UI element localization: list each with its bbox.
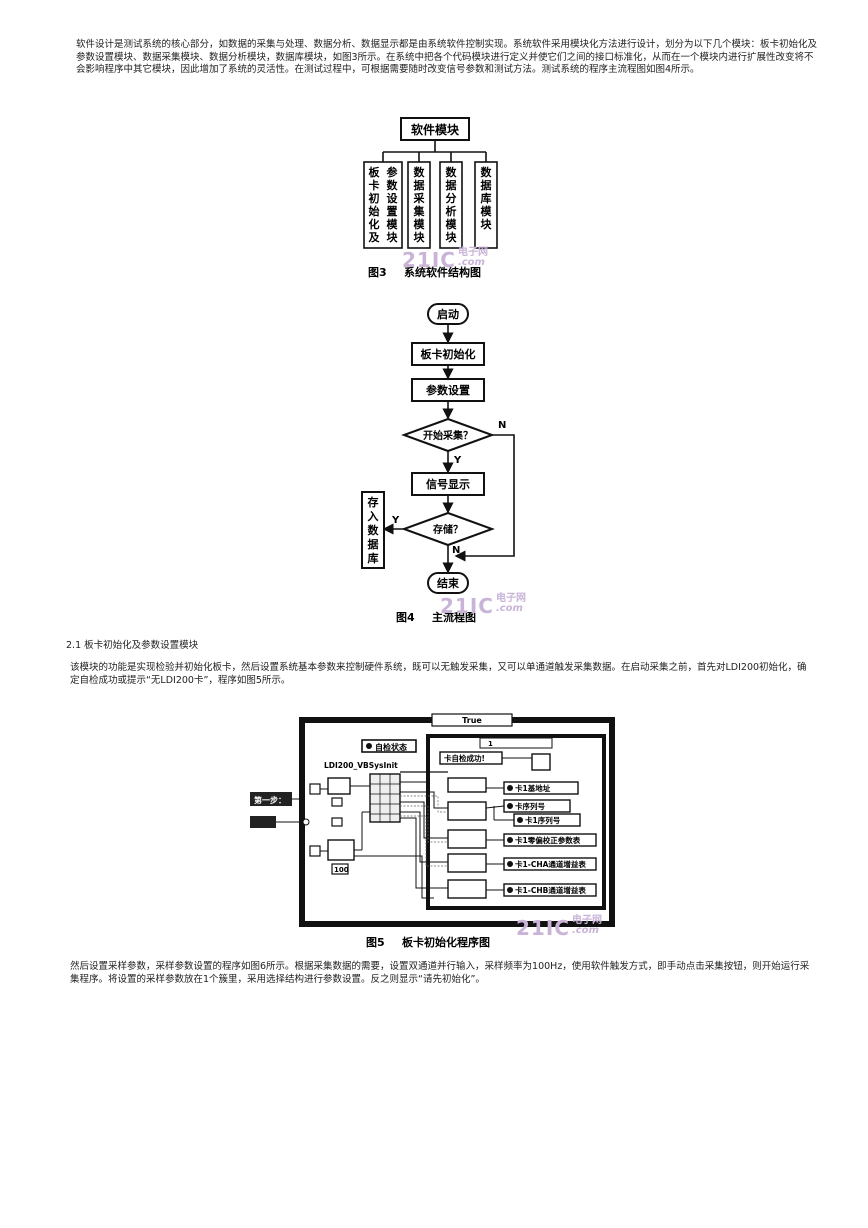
module-box-3 (439, 161, 463, 249)
out-card1-chb-gain-table: 卡1-CHB通道增益表 (515, 885, 586, 895)
module-label-4: 数据库模块 (481, 165, 493, 231)
fig5-caption-num: 图5 (366, 936, 385, 949)
end-label: 结束 (436, 576, 460, 590)
param-label: 参数设置 (426, 383, 470, 397)
vi-name-label: LDI200_VBSysInit (324, 761, 398, 770)
out-card-serial: 卡序列号 (515, 801, 545, 811)
inner-case-selector: 1 (488, 740, 493, 748)
end-node (427, 572, 469, 594)
fig3-caption-text: 系统软件结构图 (404, 265, 481, 279)
out-card1-offset-table: 卡1零偏校正参数表 (515, 835, 581, 845)
figure-5-block-diagram: True 1 自检状态 LDI200_VBSysInit 100 第一步： 卡自… (250, 713, 615, 949)
decision1-no: N (498, 420, 506, 431)
store-node (361, 491, 385, 569)
store-label: 存入数据库 (368, 495, 380, 565)
constant-100: 100 (334, 866, 349, 874)
module-box-1 (363, 161, 403, 249)
success-string: 卡自检成功! (444, 753, 485, 763)
module-label-2: 数据采集模块 (413, 165, 426, 244)
root-label: 软件模块 (411, 122, 460, 137)
decision1-label: 开始采集？ (423, 429, 473, 442)
fig4-caption-num: 图4 (396, 611, 415, 624)
self-check-label: 自检状态 (375, 742, 407, 752)
decision2-yes: Y (391, 515, 400, 526)
init-label: 板卡初始化 (421, 347, 476, 361)
decision2-no: N (452, 545, 460, 556)
fig3-caption-num: 图3 (368, 266, 387, 279)
module-label-3: 数据分析模块 (446, 165, 458, 244)
figure-4-flowchart: 启动 板卡初始化 参数设置 开始采集？ N Y 信号显示 存储？ Y 存入数据库… (361, 303, 515, 624)
figure-3-structure-diagram: 软件模块 板卡初始化及参数设置模块 数据采集模块 数据分析模块 数据库模块 图3 系统… (363, 117, 498, 279)
parameter-setting-paragraph: 然后设置采样参数，采样参数设置的程序如图6所示。根据采集数据的需要，设置双通道并… (70, 961, 810, 985)
step-one-label: 第一步： (254, 795, 286, 805)
module-box-2 (407, 161, 431, 249)
intro-paragraph: 软件设计是测试系统的核心部分，如数据的采集与处理、数据分析、数据显示都是由系统软… (76, 39, 818, 75)
out-card1-base-address: 卡1基地址 (515, 783, 551, 793)
out-card1-serial: 卡1序列号 (525, 815, 561, 825)
out-card1-cha-gain-table: 卡1-CHA通道增益表 (515, 859, 586, 869)
case-selector-true: True (462, 716, 482, 725)
section-2-1-paragraph: 该模块的功能是实现检验并初始化板卡，然后设置系统基本参数来控制硬件系统，既可以无… (70, 662, 807, 686)
module-label-1: 板卡初始化及参数设置模块 (369, 165, 399, 244)
module-box-4 (474, 161, 498, 249)
decision2-label: 存储？ (433, 523, 463, 536)
start-label: 启动 (437, 307, 459, 321)
fig5-caption-text: 板卡初始化程序图 (402, 935, 490, 949)
signal-label: 信号显示 (426, 477, 470, 491)
fig4-caption-text: 主流程图 (432, 610, 476, 624)
section-heading-2-1: 2.1 板卡初始化及参数设置模块 (66, 640, 199, 651)
decision1-yes: Y (453, 455, 462, 466)
